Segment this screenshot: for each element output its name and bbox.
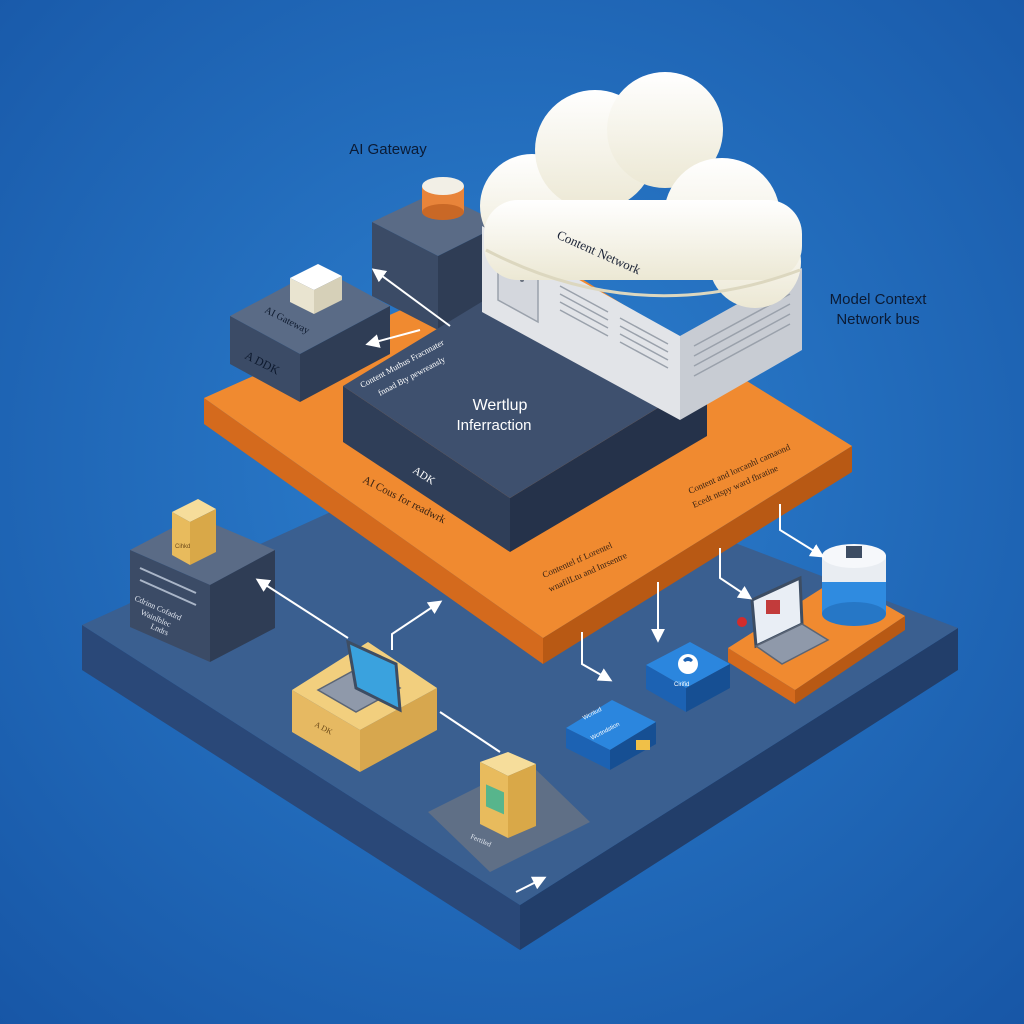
server-vents xyxy=(559,285,791,377)
adk-cube-right-face xyxy=(300,306,390,402)
blue-module-right-face xyxy=(610,722,656,770)
slate-platform-title-2: Inferraction xyxy=(456,417,531,434)
model-context-callout: Model Context Network bus xyxy=(808,290,948,330)
blue-module-connector xyxy=(636,740,650,750)
storage-cylinder xyxy=(822,544,886,626)
ai-gateway-callout-text: AI Gateway xyxy=(349,141,427,158)
left-block-text-line xyxy=(139,579,197,606)
model-context-callout-line2: Network bus xyxy=(836,311,920,328)
laptop-station: A DK xyxy=(292,639,437,772)
phone-icon xyxy=(678,654,698,674)
gateway-cylinder-bottom xyxy=(422,204,464,220)
floor-box-screen xyxy=(486,784,504,815)
storage-cylinder-screen xyxy=(846,546,862,558)
adk-white-cube-left xyxy=(290,278,314,314)
gateway-cylinder-top xyxy=(422,177,464,195)
arrow-orange-to-blue-module xyxy=(581,632,613,682)
laptop-screen xyxy=(346,639,402,713)
adk-cube-left-face xyxy=(230,316,300,402)
adk-gateway-cube: AI Gateway A DDK xyxy=(230,264,390,402)
small-tan-box-right-face xyxy=(190,509,216,565)
laptop-station-side xyxy=(360,688,437,772)
base-platform xyxy=(82,445,958,950)
server-box-right-face xyxy=(680,268,802,420)
orange-platform-left-face xyxy=(204,398,543,664)
arrow-laptop-to-orange xyxy=(391,600,443,650)
laptop-station-front xyxy=(292,690,360,772)
small-tan-box-label: Cihkd xyxy=(175,544,190,550)
dock-laptop-screen-panel xyxy=(766,600,780,614)
adk-white-cube-right xyxy=(314,276,342,314)
small-tan-box-left-face xyxy=(172,512,190,565)
model-context-callout-line1: Model Context xyxy=(829,291,927,308)
slate-platform-right-face xyxy=(510,378,707,552)
phone-module-label: Cirifid xyxy=(674,682,689,688)
cloud-puff xyxy=(607,72,723,188)
small-tan-box-top xyxy=(172,499,216,522)
left-block-left-face xyxy=(130,550,210,662)
adk-white-cube-top xyxy=(290,264,342,290)
dock-laptop-keyboard xyxy=(754,623,830,665)
phone-module-right-face xyxy=(686,664,730,712)
arrow-orange-to-cylinder xyxy=(779,504,825,558)
arrow-laptop-to-floor-box xyxy=(439,711,501,753)
dock-indicator-dot xyxy=(737,617,747,627)
connector-arrows xyxy=(255,268,825,893)
left-block-text-line xyxy=(139,567,197,594)
arrow-front-flow xyxy=(515,876,547,893)
base-platform-right-face xyxy=(520,628,958,950)
floor-box: Fertiled xyxy=(428,752,590,872)
blue-module-left-face xyxy=(566,728,610,770)
floor-box-right-face xyxy=(508,764,536,838)
left-block-right-face xyxy=(210,550,275,662)
dock-station-right-face xyxy=(795,616,905,704)
base-platform-top xyxy=(82,445,958,905)
cloud-base xyxy=(484,200,802,280)
gateway-block-left-face xyxy=(372,222,438,330)
cloud-shadow xyxy=(485,248,801,298)
storage-cylinder-bottom xyxy=(822,602,886,626)
phone-handset-icon xyxy=(683,657,693,662)
gateway-block-top xyxy=(372,192,502,256)
arrow-orange-to-dock xyxy=(719,548,753,600)
arrow-platform-to-adk xyxy=(365,329,421,348)
slate-platform-left-face xyxy=(343,386,510,552)
base-platform-left-face xyxy=(82,625,520,950)
phone-module-left-face xyxy=(646,665,686,712)
arrow-laptop-to-left-block xyxy=(255,578,349,639)
cloud: Content Network xyxy=(480,72,802,308)
arrow-platform-to-gateway xyxy=(371,268,451,327)
blue-module-device: Wcritud Wcrtndstion xyxy=(566,700,656,770)
dock-station-left-face xyxy=(728,648,795,704)
orange-platform-right-face xyxy=(543,446,852,664)
ai-gateway-callout: AI Gateway xyxy=(318,140,458,160)
blue-module-top xyxy=(566,700,656,750)
slate-platform-title-1: Wertlup xyxy=(473,397,528,414)
small-tan-box: Cihkd xyxy=(172,499,216,565)
phone-module-device: Cirifid xyxy=(646,642,730,712)
